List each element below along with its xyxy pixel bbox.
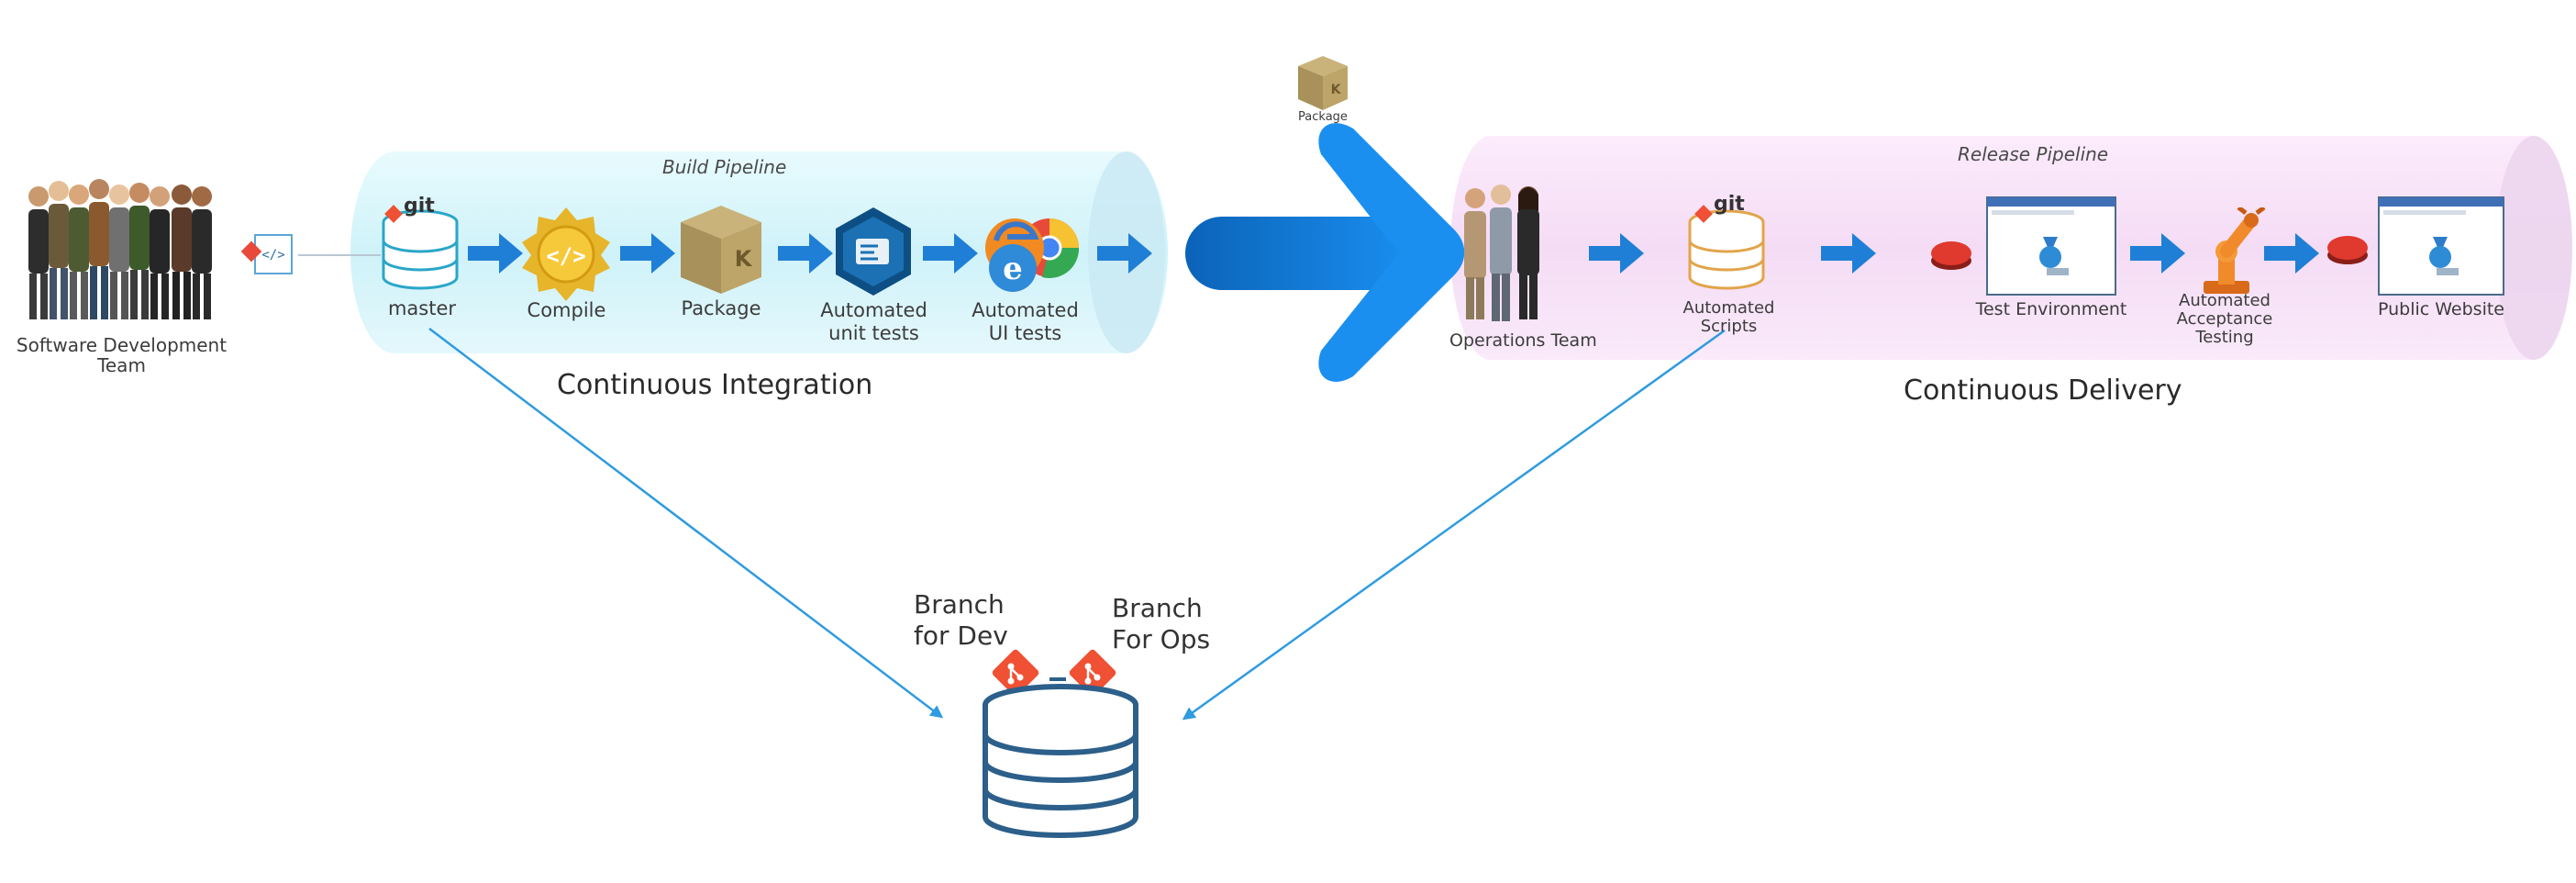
handoff-arrow bbox=[1185, 123, 1465, 382]
step-master-label: master bbox=[387, 297, 457, 319]
ci-caption: Continuous Integration bbox=[557, 369, 873, 401]
code-commit-icon: </> bbox=[240, 234, 293, 274]
package-box-icon: K bbox=[681, 206, 761, 294]
branch-icons bbox=[992, 649, 1116, 697]
test-environment-window-icon bbox=[1986, 196, 2116, 296]
step-operations-label: Operations Team bbox=[1449, 330, 1597, 351]
cd-caption: Continuous Delivery bbox=[1904, 374, 2182, 407]
browsers-icon: e bbox=[985, 218, 1080, 292]
release-pipeline-title: Release Pipeline bbox=[1958, 143, 2109, 165]
build-pipeline-title: Build Pipeline bbox=[662, 156, 787, 178]
master-repo-icon bbox=[382, 205, 459, 290]
development-team-icon bbox=[28, 179, 212, 319]
step-scripts-label: Automated Scripts bbox=[1682, 298, 1775, 336]
ci-to-repo-connector bbox=[428, 328, 944, 719]
unit-test-icon bbox=[836, 207, 911, 296]
svg-text:K: K bbox=[735, 246, 753, 272]
handoff-package-icon: K bbox=[1298, 56, 1348, 110]
robot-arm-icon bbox=[2204, 207, 2266, 294]
cd-to-repo-connector bbox=[1182, 329, 1726, 721]
branch-dev-label: Branch for Dev bbox=[914, 589, 1008, 651]
ci-git-label: git bbox=[404, 195, 435, 218]
step-acceptance-label: Automated Acceptance Testing bbox=[2176, 291, 2273, 347]
compile-icon: </> bbox=[522, 207, 610, 301]
operations-team-icon bbox=[1464, 184, 1539, 321]
repository-database-icon bbox=[983, 684, 1138, 838]
deploy-button-icon bbox=[1931, 241, 1971, 270]
step-compile-label: Compile bbox=[527, 299, 606, 321]
branch-ops-label: Branch For Ops bbox=[1112, 593, 1211, 654]
git-branch-dev-icon bbox=[992, 649, 1039, 697]
step-package-label: Package bbox=[681, 297, 761, 319]
svg-text:</>: </> bbox=[546, 243, 585, 269]
step-test-env-label: Test Environment bbox=[1975, 299, 2127, 319]
step-ui-tests-label: Automated UI tests bbox=[972, 299, 1079, 344]
step-public-website-label: Public Website bbox=[2377, 299, 2504, 319]
cd-git-label: git bbox=[1714, 193, 1745, 216]
svg-text:</>: </> bbox=[261, 248, 284, 263]
team-label: Software Development Team bbox=[16, 334, 228, 376]
deploy-button-icon bbox=[2327, 236, 2368, 264]
public-website-window-icon bbox=[2378, 196, 2504, 296]
step-unit-tests-label: Automated unit tests bbox=[820, 299, 927, 344]
svg-text:e: e bbox=[1003, 251, 1023, 287]
scripts-repo-icon bbox=[1688, 205, 1765, 290]
git-branch-ops-icon bbox=[1069, 649, 1116, 697]
svg-text:K: K bbox=[1331, 83, 1342, 97]
handoff-package-label: Package bbox=[1298, 110, 1348, 124]
